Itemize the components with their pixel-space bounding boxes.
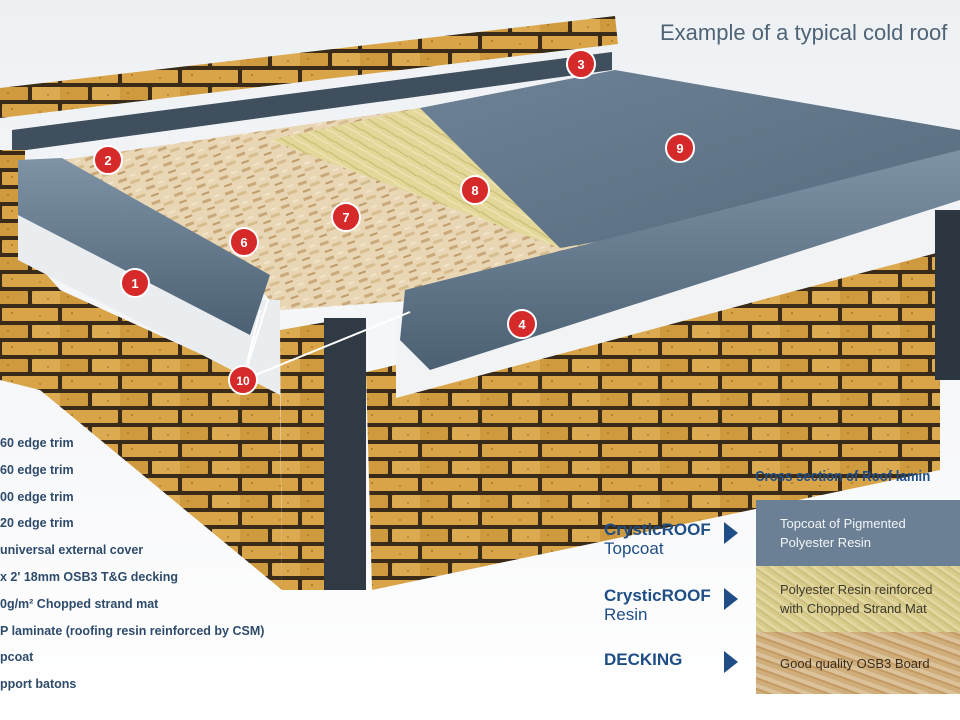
legend-list: 60 edge trim 60 edge trim 00 edge trim 2… xyxy=(0,434,264,702)
front-brick-wall xyxy=(366,236,940,590)
legend-item-2: 60 edge trim xyxy=(0,462,74,477)
chevron-right-icon xyxy=(724,588,738,610)
layer-name-resin-line2: Resin xyxy=(604,605,648,624)
layer-desc-resin-line2: with Chopped Strand Mat xyxy=(780,601,927,616)
layer-desc-decking: Good quality OSB3 Board xyxy=(756,632,960,694)
marker-8: 8 xyxy=(460,175,490,205)
legend-item-8: P laminate (roofing resin reinforced by … xyxy=(0,623,265,638)
legend-item-6: x 2' 18mm OSB3 T&G decking xyxy=(0,569,179,584)
layer-desc-topcoat-line2: Polyester Resin xyxy=(780,535,872,550)
chevron-right-icon xyxy=(724,651,738,673)
legend-item-3: 00 edge trim xyxy=(0,489,74,504)
left-brick-wall xyxy=(0,150,282,590)
marker-8-label: 8 xyxy=(471,183,478,198)
legend-item-9: pcoat xyxy=(0,650,34,665)
marker-2: 2 xyxy=(93,145,123,175)
layer-desc-resin: Polyester Resin reinforced with Chopped … xyxy=(756,566,960,632)
marker-9: 9 xyxy=(665,133,695,163)
marker-10: 10 xyxy=(228,365,258,395)
marker-10-label: 10 xyxy=(236,374,250,388)
cut-section-brick xyxy=(280,320,338,590)
front-edge-trim xyxy=(400,150,960,370)
legend-item-1: 60 edge trim xyxy=(0,436,74,450)
marker-7: 7 xyxy=(331,202,361,232)
front-fascia xyxy=(396,210,940,398)
marker-7-label: 7 xyxy=(342,210,349,225)
marker-2-label: 2 xyxy=(104,153,111,168)
downpipe xyxy=(935,210,960,380)
layer-name-decking: DECKING xyxy=(604,650,682,669)
marker-4: 4 xyxy=(507,309,537,339)
legend-item-5: universal external cover xyxy=(0,543,144,558)
layer-name-decking-line1: DECKING xyxy=(604,650,683,669)
diagram-title: Example of a typical cold roof xyxy=(660,20,948,45)
layer-desc-decking-line1: Good quality OSB3 Board xyxy=(780,655,930,671)
layer-name-topcoat-line1: CrysticROOF xyxy=(604,520,711,539)
marker-3-label: 3 xyxy=(577,57,584,72)
marker-6: 6 xyxy=(229,227,259,257)
chevron-right-icon xyxy=(724,522,738,544)
layer-name-topcoat: CrysticROOF Topcoat xyxy=(604,520,711,558)
cavity-gap xyxy=(324,318,366,590)
legend-item-4: 20 edge trim xyxy=(0,516,74,531)
legend-item-7: 0g/m² Chopped strand mat xyxy=(0,596,159,611)
layer-name-resin-line1: CrysticROOF xyxy=(604,586,711,605)
layer-name-topcoat-line2: Topcoat xyxy=(604,539,664,558)
marker-9-label: 9 xyxy=(676,141,683,156)
legend-item-10: pport batons xyxy=(0,677,77,692)
marker-6-label: 6 xyxy=(240,235,247,250)
marker-1: 1 xyxy=(120,268,150,298)
layer-name-resin: CrysticROOF Resin xyxy=(604,586,711,624)
back-upstand-trim xyxy=(12,52,612,152)
layer-desc-topcoat: Topcoat of Pigmented Polyester Resin xyxy=(756,500,960,566)
marker-1-label: 1 xyxy=(131,276,138,291)
marker-3: 3 xyxy=(566,49,596,79)
layer-desc-resin-line1: Polyester Resin reinforced xyxy=(780,582,933,597)
left-edge-trim xyxy=(18,158,270,335)
cross-section-title: Cross section of Roof lamin xyxy=(755,468,931,485)
back-wall-coping xyxy=(0,16,618,118)
layer-desc-topcoat-line1: Topcoat of Pigmented xyxy=(780,516,906,531)
marker-4-label: 4 xyxy=(518,317,526,332)
